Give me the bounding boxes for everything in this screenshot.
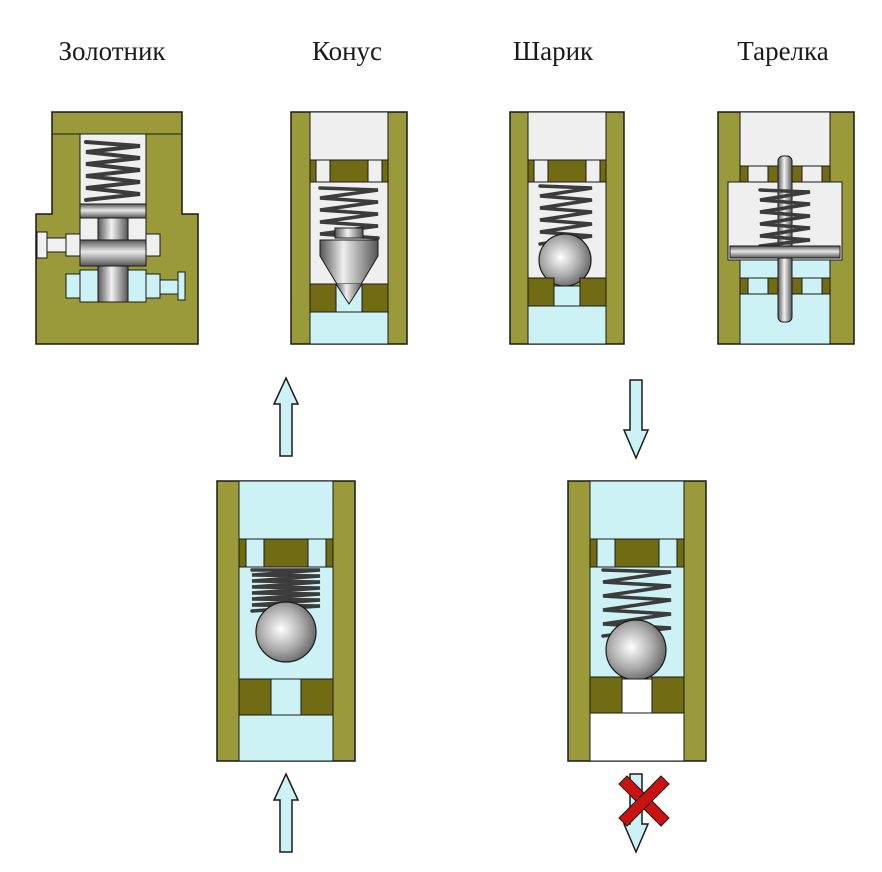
plate-spring <box>758 188 811 248</box>
spool-top-land <box>79 203 147 219</box>
spool-left-port-flange <box>36 231 48 259</box>
valve-plate <box>717 111 855 345</box>
cone-inlet-fluid <box>309 311 389 345</box>
open-valve-seat-opening <box>270 678 302 716</box>
arrow-up-icon <box>272 376 300 457</box>
flow-example-open <box>216 376 356 853</box>
plate-guide-bottom-hole-left <box>747 277 769 295</box>
open-valve-outlet-fluid <box>238 480 334 540</box>
cone-stop-hole-right <box>367 159 383 183</box>
title-ball: Шарик <box>512 36 594 66</box>
ball-seat-opening <box>553 285 581 307</box>
cone-plug <box>319 239 379 305</box>
title-spool: Золотник <box>58 36 166 66</box>
open-valve-spring-compressed <box>250 568 321 613</box>
spool-left-port-inner <box>65 233 81 257</box>
cone-seat-left <box>309 283 337 313</box>
cone-stop-hole-left <box>315 159 331 183</box>
spool-right-port-flange <box>177 271 186 301</box>
blocked-valve-outlet-empty <box>589 712 685 762</box>
spool-right-port-inner-white <box>145 233 161 257</box>
spool-fluid-left <box>79 269 99 303</box>
cone-stem <box>334 227 364 239</box>
spool-spring <box>84 140 141 202</box>
spool-lower-right-port-inner <box>145 273 161 299</box>
ball-top-cavity <box>527 111 607 161</box>
spool-right-port-pipe <box>159 279 179 295</box>
title-cone: Конус <box>311 36 383 66</box>
plate-disc <box>729 245 841 259</box>
plate-guide-bottom-hole-right <box>801 277 823 295</box>
blocked-valve-inlet-fluid <box>589 480 685 540</box>
open-valve-stop-hole-left <box>245 538 265 568</box>
plate-guide-hole-left <box>747 165 769 183</box>
valve-ball <box>509 111 625 345</box>
ball-seat-right <box>579 277 607 307</box>
blocked-valve-stop-hole-left <box>596 538 616 568</box>
ball-seat-left <box>527 277 555 307</box>
cone-top-cavity <box>309 111 389 161</box>
plate-guide-hole-right <box>801 165 823 183</box>
arrow-up-icon <box>272 772 300 853</box>
ball-stop-hole-left <box>533 159 549 183</box>
title-plate: Тарелка <box>737 36 829 66</box>
valve-cone <box>290 111 408 345</box>
spool-lower-left-port <box>65 273 81 299</box>
spool-fluid-right <box>127 269 147 303</box>
blocked-valve-seat-opening <box>621 678 653 714</box>
arrow-down-icon <box>622 379 650 460</box>
open-valve-ball <box>255 601 317 663</box>
cone-seat-right <box>361 283 389 313</box>
open-valve-inlet-fluid <box>238 714 334 762</box>
ball-stop-hole-right <box>585 159 601 183</box>
flow-example-blocked <box>567 379 707 854</box>
blocked-valve-stop-hole-right <box>658 538 678 568</box>
ball-inlet-fluid <box>527 305 607 345</box>
ball-spring <box>538 184 593 246</box>
blocked-valve-seat-right <box>651 676 685 714</box>
open-valve-stop-hole-right <box>307 538 327 568</box>
open-valve-seat-left <box>238 678 272 716</box>
spool-middle-land <box>79 239 147 267</box>
valve-spool <box>35 111 199 345</box>
cone-tip <box>335 283 363 305</box>
blocked-valve-ball <box>605 619 667 681</box>
open-valve-seat-right <box>300 678 334 716</box>
x-cross-icon <box>618 775 670 827</box>
blocked-valve-seat-left <box>589 676 623 714</box>
